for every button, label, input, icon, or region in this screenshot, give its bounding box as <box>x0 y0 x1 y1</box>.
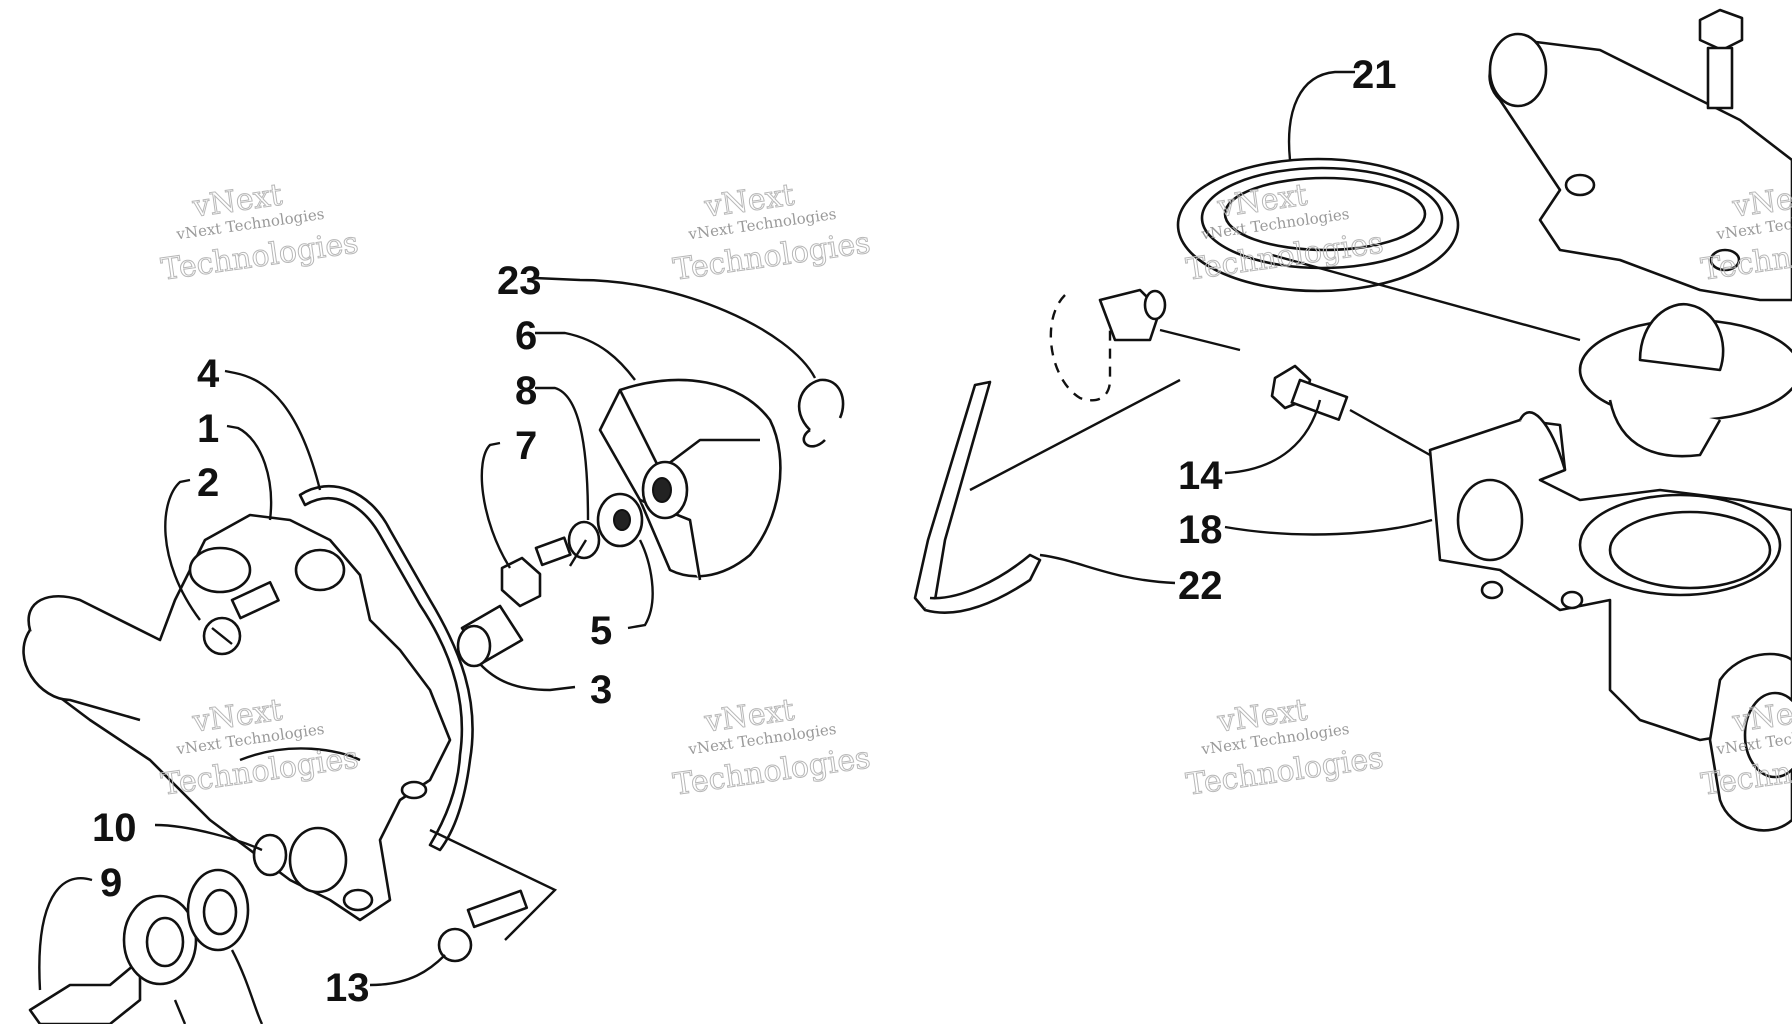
spacer-part <box>456 604 524 668</box>
large-washer-part <box>186 868 250 952</box>
watermark-top-left: vNext vNext Technologies Technologies <box>159 177 361 288</box>
drain-plug-part <box>28 894 198 1024</box>
callout-5: 5 <box>590 609 612 653</box>
callout-22: 22 <box>1178 564 1223 608</box>
thermostat-cover-part <box>1488 32 1792 302</box>
seal-part <box>1176 157 1460 293</box>
callout-13: 13 <box>325 966 370 1010</box>
washer-part-8 <box>567 520 601 560</box>
impeller-part <box>598 378 782 581</box>
thermostat-housing-part <box>1428 411 1792 742</box>
bolt-top-right <box>1698 8 1744 110</box>
cable-tie-part <box>913 380 1042 614</box>
callout-6: 6 <box>515 314 537 358</box>
clip-ring-part <box>797 378 845 448</box>
callout-labels: 23 6 8 7 4 1 2 5 3 10 9 13 21 14 18 22 <box>92 53 1397 1010</box>
gasket-part <box>298 484 474 852</box>
callout-18: 18 <box>1178 508 1223 552</box>
callout-4: 4 <box>197 352 220 396</box>
callout-3: 3 <box>590 668 612 712</box>
callout-9: 9 <box>100 861 122 905</box>
thermostat-part <box>1578 302 1792 458</box>
flange-gasket-part <box>1708 652 1792 832</box>
hose-elbow-part <box>1049 288 1167 402</box>
screw-part-13 <box>437 889 529 963</box>
screw-part-2 <box>202 580 280 656</box>
callout-21: 21 <box>1352 53 1397 97</box>
washer-part-5 <box>596 492 644 548</box>
callout-14: 14 <box>1178 454 1223 498</box>
callout-8: 8 <box>515 369 537 413</box>
fitting-part <box>1270 364 1349 421</box>
watermark-bottom-center: vNext vNext Technologies Technologies <box>671 692 873 803</box>
callout-2: 2 <box>197 461 219 505</box>
pump-housing-part <box>22 513 452 922</box>
watermark-top-center: vNext vNext Technologies Technologies <box>671 177 873 288</box>
callout-10: 10 <box>92 806 137 850</box>
leader-lines <box>38 70 1433 1024</box>
callout-7: 7 <box>515 424 537 468</box>
washer-part-10 <box>252 833 288 877</box>
watermark-bottom-right: vNext vNext Technologies Technologies <box>1184 692 1386 803</box>
bolt-part-7 <box>500 536 572 608</box>
callout-1: 1 <box>197 407 219 451</box>
callout-23: 23 <box>497 259 542 303</box>
